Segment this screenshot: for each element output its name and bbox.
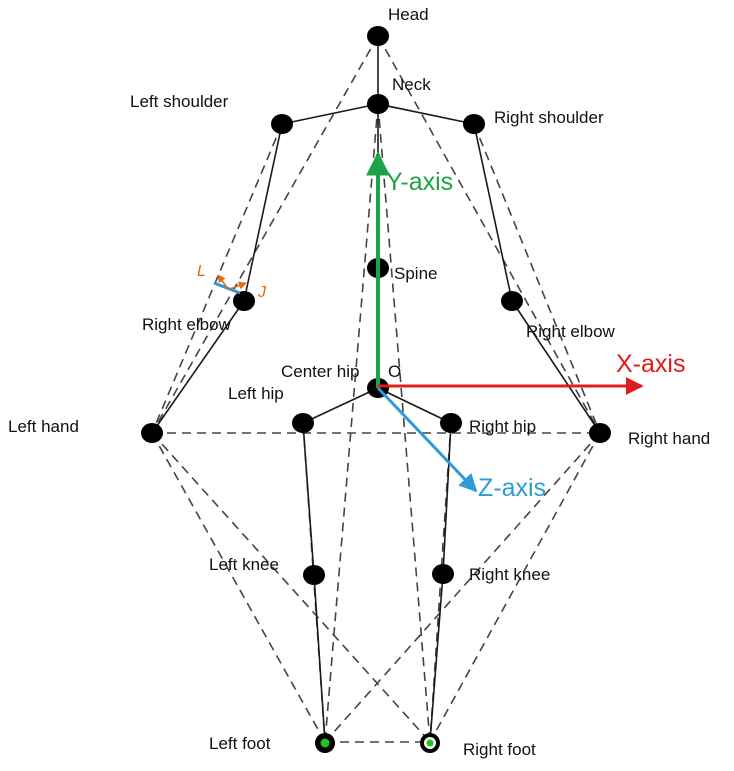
right-hip-label: Right hip xyxy=(469,417,536,436)
right-shoulder-label: Right shoulder xyxy=(494,108,604,127)
x-axis-label: X-axis xyxy=(616,350,685,378)
spine-label: Spine xyxy=(394,264,437,283)
left-knee-label: Left knee xyxy=(209,555,279,574)
bone-lhip-lknee xyxy=(302,422,315,576)
l-direction-arrow xyxy=(217,274,229,290)
right-side-elbow-joint xyxy=(501,291,523,311)
j-marker-label: J xyxy=(257,284,267,301)
dashed-rhand-lfoot xyxy=(324,432,601,743)
coordinate-axes: Y-axis X-axis Z-axis xyxy=(366,151,685,502)
dashed-lhand-lfoot xyxy=(151,432,326,743)
j-direction-arrow xyxy=(229,281,247,290)
right-foot-label: Right foot xyxy=(463,740,536,759)
right-shoulder-joint xyxy=(463,114,485,134)
neck-joint xyxy=(367,94,389,114)
left-hip-label: Left hip xyxy=(228,384,284,403)
left-foot-label: Left foot xyxy=(209,734,271,753)
y-axis-label: Y-axis xyxy=(386,168,453,196)
left-side-elbow-joint xyxy=(233,291,255,311)
left-knee-joint xyxy=(303,565,325,585)
dashed-rshoulder-rhand xyxy=(473,123,601,434)
joint-labels: Head Neck Left shoulder Right shoulder S… xyxy=(8,5,710,759)
left-foot-joint xyxy=(315,733,335,753)
right-hand-joint xyxy=(589,423,611,443)
joints xyxy=(141,26,611,753)
bone-rknee-rfoot xyxy=(429,573,444,743)
origin-label: O xyxy=(388,362,401,381)
dashed-neck-left-foot xyxy=(324,103,379,743)
left-hip-joint xyxy=(292,413,314,433)
bone-lshoulder-lelbow xyxy=(243,123,283,302)
left-hand-label: Left hand xyxy=(8,417,79,436)
right-elbow-label-left: Right elbow xyxy=(142,315,232,334)
dashed-head-left-hand xyxy=(151,35,379,434)
bone-rshoulder-relbow xyxy=(473,123,513,302)
center-hip-label: Center hip xyxy=(281,362,359,381)
left-shoulder-label: Left shoulder xyxy=(130,92,229,111)
right-knee-joint xyxy=(432,564,454,584)
z-axis-label: Z-axis xyxy=(478,474,546,502)
dashed-head-right-hand xyxy=(377,35,601,434)
bone-neck-rshoulder xyxy=(377,103,475,125)
right-foot-joint xyxy=(420,733,440,753)
left-shoulder-joint xyxy=(271,114,293,134)
bone-lelbow-lhand xyxy=(151,300,245,434)
right-elbow-label-right: Right elbow xyxy=(526,322,616,341)
bone-neck-lshoulder xyxy=(281,103,379,125)
right-knee-label: Right knee xyxy=(469,565,550,584)
right-hand-label: Right hand xyxy=(628,429,710,448)
l-marker-label: L xyxy=(197,263,206,280)
lj-marker: L J xyxy=(197,263,267,301)
dashed-lshoulder-lhand xyxy=(151,123,283,434)
dashed-connections xyxy=(151,35,601,743)
bone-relbow-rhand xyxy=(511,300,601,434)
right-hip-joint xyxy=(440,413,462,433)
left-hand-joint xyxy=(141,423,163,443)
z-axis-arrow xyxy=(376,386,478,493)
bone-lknee-lfoot xyxy=(313,574,326,743)
bone-center-lhip xyxy=(302,387,379,424)
dashed-lhand-rfoot xyxy=(151,432,431,743)
bone-center-rhip xyxy=(377,387,452,424)
head-joint xyxy=(367,26,389,46)
dashed-neck-right-foot xyxy=(377,103,431,743)
dashed-rhand-rfoot xyxy=(429,432,601,743)
neck-label: Neck xyxy=(392,75,431,94)
bone-rhip-rknee xyxy=(442,422,452,575)
head-label: Head xyxy=(388,5,429,24)
